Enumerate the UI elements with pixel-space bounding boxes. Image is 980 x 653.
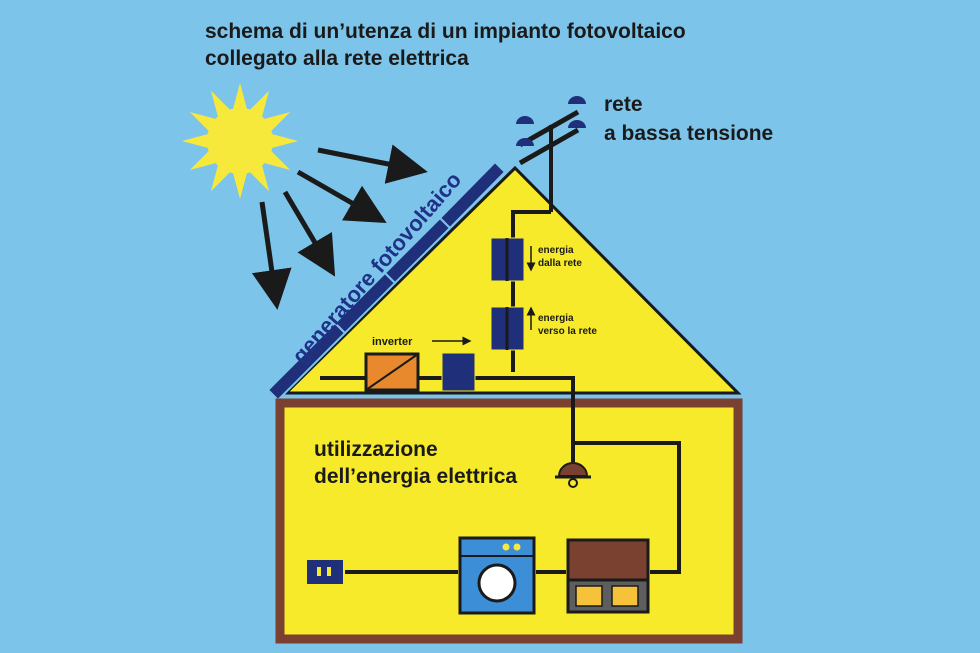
grid-pole <box>516 96 586 212</box>
diagram-title: schema di un’utenza di un impianto fotov… <box>205 18 686 72</box>
meter-out-line-1: energia <box>538 313 574 324</box>
inverter <box>364 352 420 392</box>
appliance-cabinet-icon <box>566 538 650 614</box>
battery-box <box>441 352 476 392</box>
sun-ray <box>232 169 248 199</box>
meter-in-line-2: dalla rete <box>538 258 582 269</box>
pv-panels <box>266 160 507 402</box>
title-line-2: collegato alla rete elettrica <box>205 47 469 70</box>
sun-ray <box>268 133 298 149</box>
usage-label: utilizzazione dell’energia elettrica <box>314 436 517 490</box>
socket-icon <box>305 558 345 586</box>
title-line-1: schema di un’utenza di un impianto fotov… <box>205 20 686 43</box>
lamp-icon <box>555 462 591 488</box>
inverter-label: inverter <box>372 336 413 348</box>
sun-ray <box>182 133 212 149</box>
meter-in-line-1: energia <box>538 245 574 256</box>
sunlight-arrows <box>251 144 428 310</box>
grid-label-line-2: a bassa tensione <box>604 122 774 145</box>
washing-machine-icon <box>458 536 536 615</box>
grid-label-line-1: rete <box>604 93 643 116</box>
meter-out-line-2: verso la rete <box>538 326 597 337</box>
meter-in-label: energia dalla rete <box>538 244 582 270</box>
grid-label: rete a bassa tensione <box>604 90 773 148</box>
usage-label-line-2: dell’energia elettrica <box>314 465 518 488</box>
sun-ray <box>232 83 248 113</box>
sun-icon <box>182 83 298 199</box>
meter-out-label: energia verso la rete <box>538 312 597 338</box>
usage-label-line-1: utilizzazione <box>314 438 438 461</box>
